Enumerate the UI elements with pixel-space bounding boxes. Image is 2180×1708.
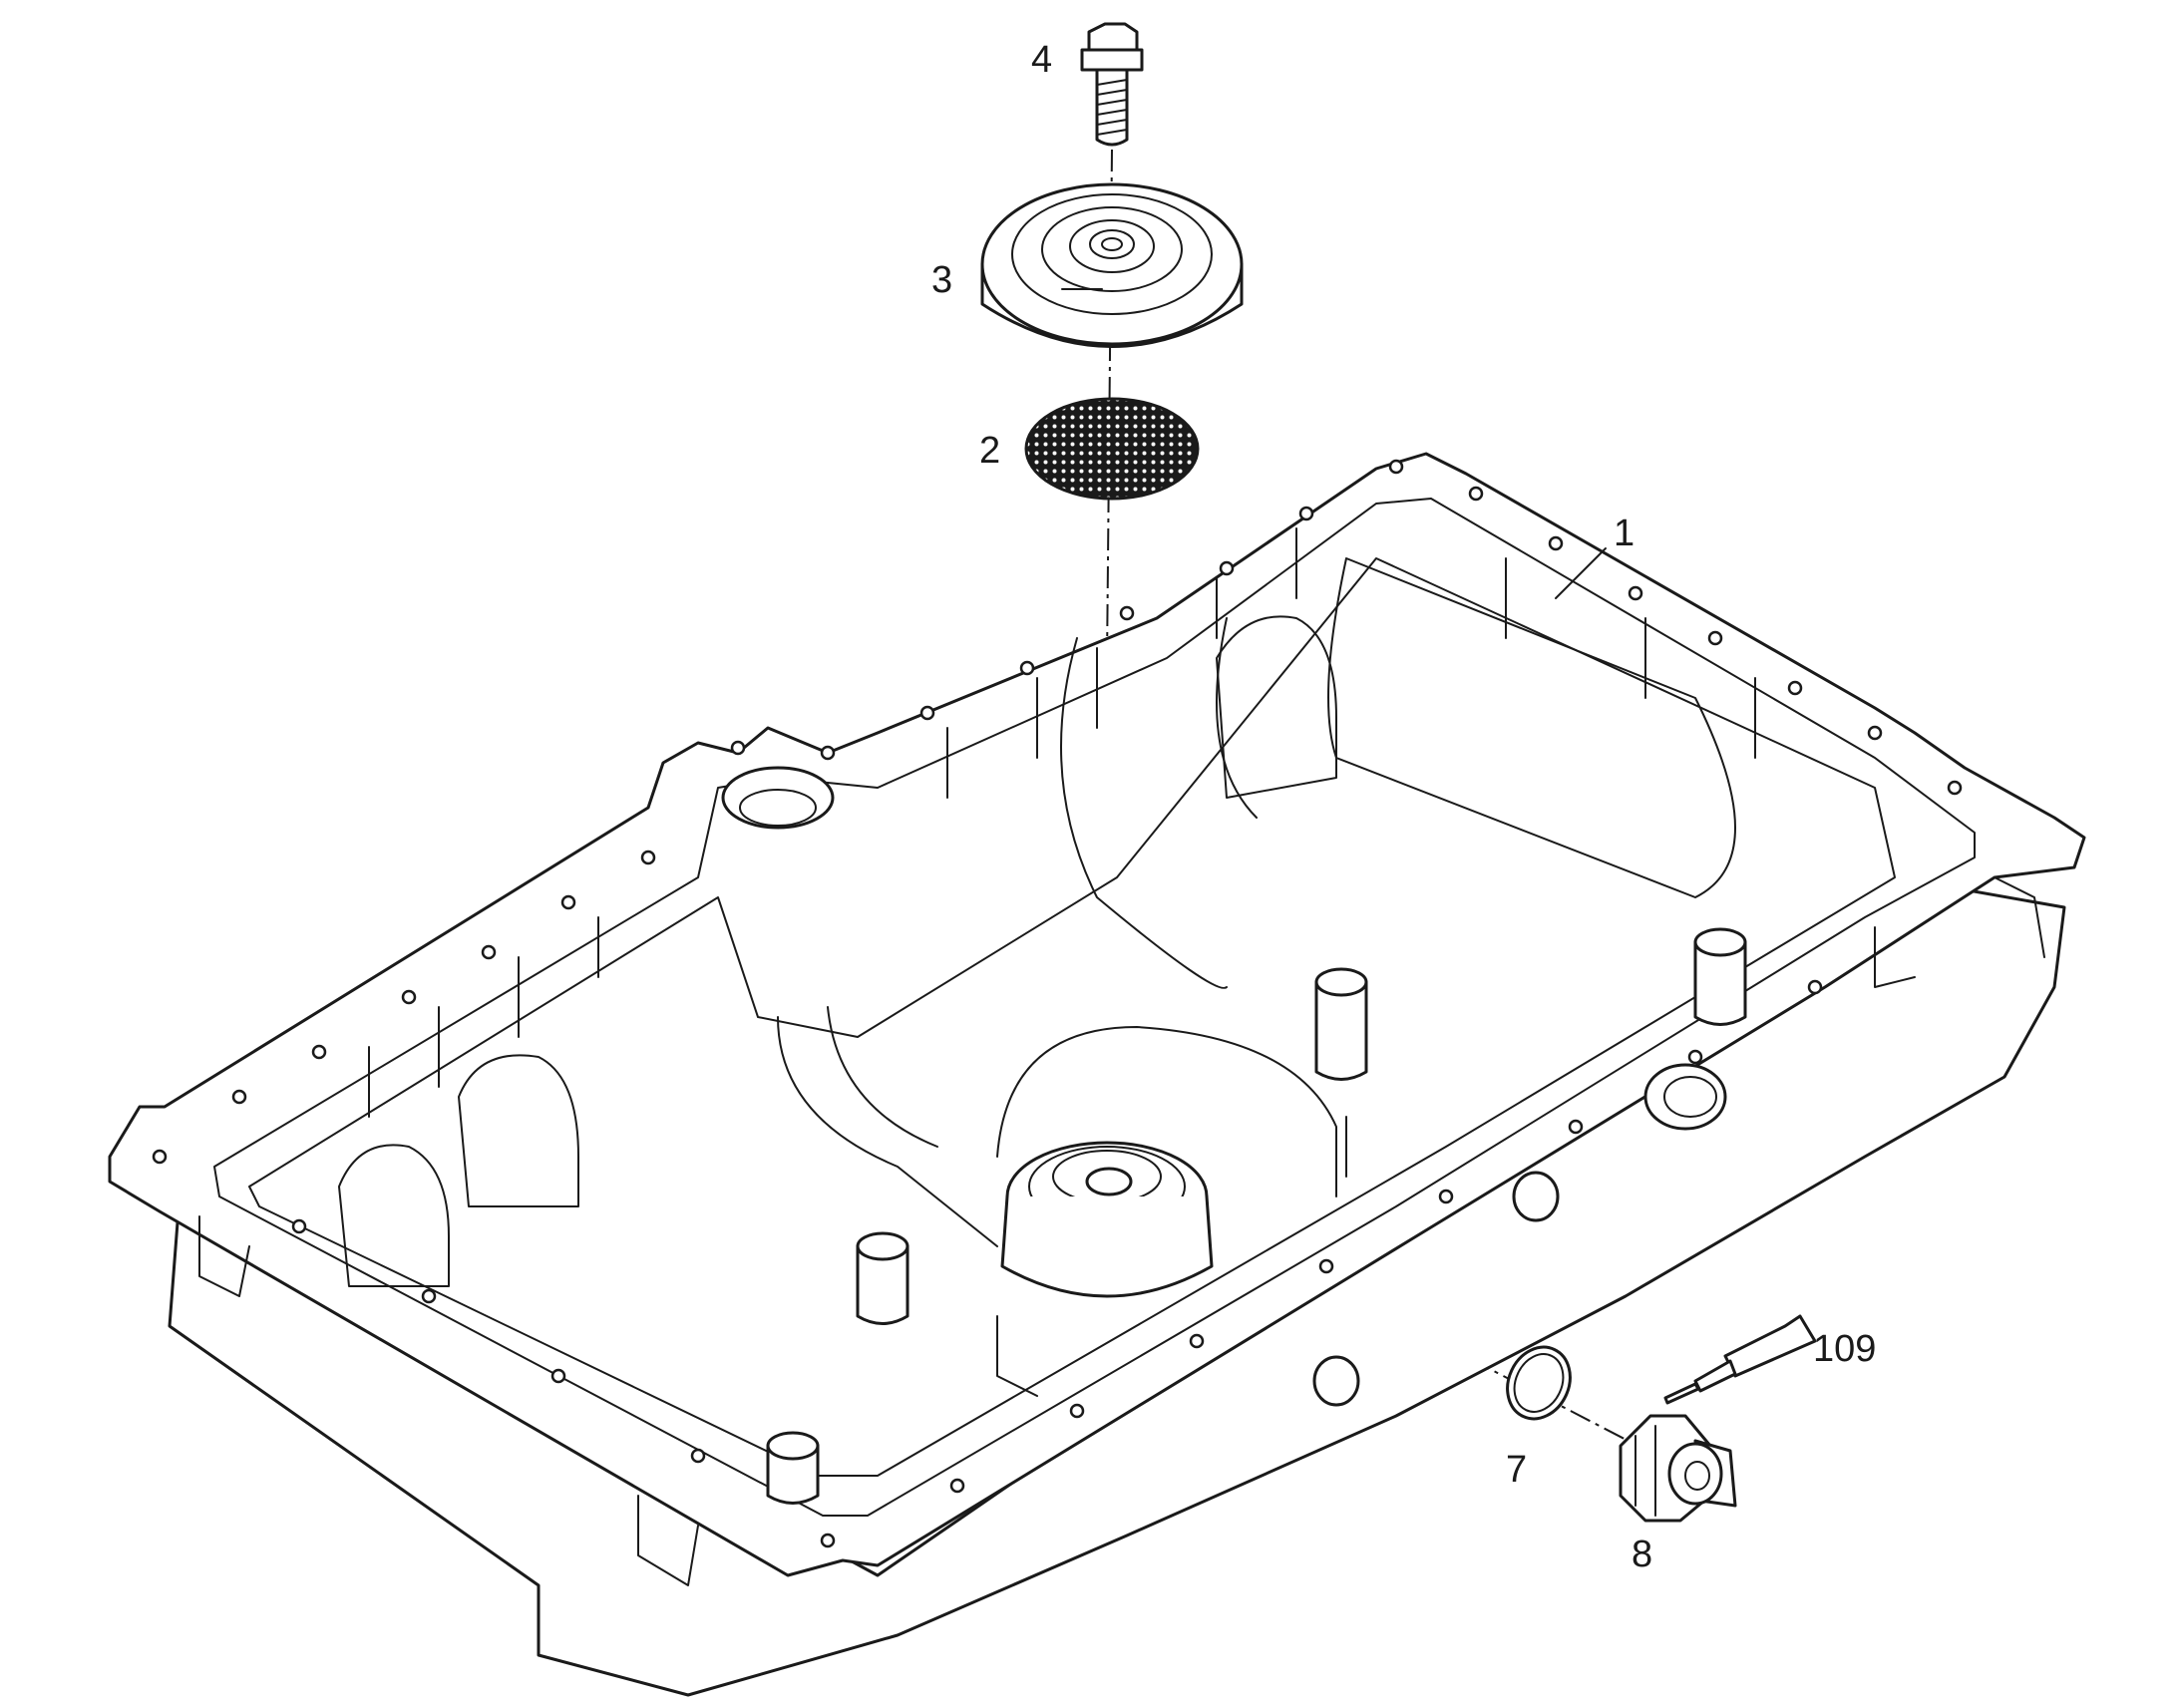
cover <box>980 182 1244 348</box>
screen <box>1024 397 1200 501</box>
standoff-posts <box>766 927 1747 1505</box>
o-ring <box>1506 1345 1572 1421</box>
flange-bolt-holes <box>152 459 1963 1548</box>
drain-plug <box>1619 1414 1737 1523</box>
bolt <box>1080 22 1144 147</box>
callout-labels: 1 2 3 4 7 8 109 <box>931 39 1876 1575</box>
callout-3: 3 <box>931 259 952 301</box>
callout-8: 8 <box>1632 1534 1652 1575</box>
callout-1: 1 <box>1614 512 1635 554</box>
callout-4: 4 <box>1031 39 1052 81</box>
callout-2: 2 <box>979 430 1000 472</box>
leader-lines <box>1061 288 1607 599</box>
oil-pan <box>108 452 2086 1697</box>
callout-7: 7 <box>1506 1449 1527 1491</box>
callout-109: 109 <box>1813 1328 1876 1370</box>
sealant-tube <box>1663 1314 1817 1405</box>
